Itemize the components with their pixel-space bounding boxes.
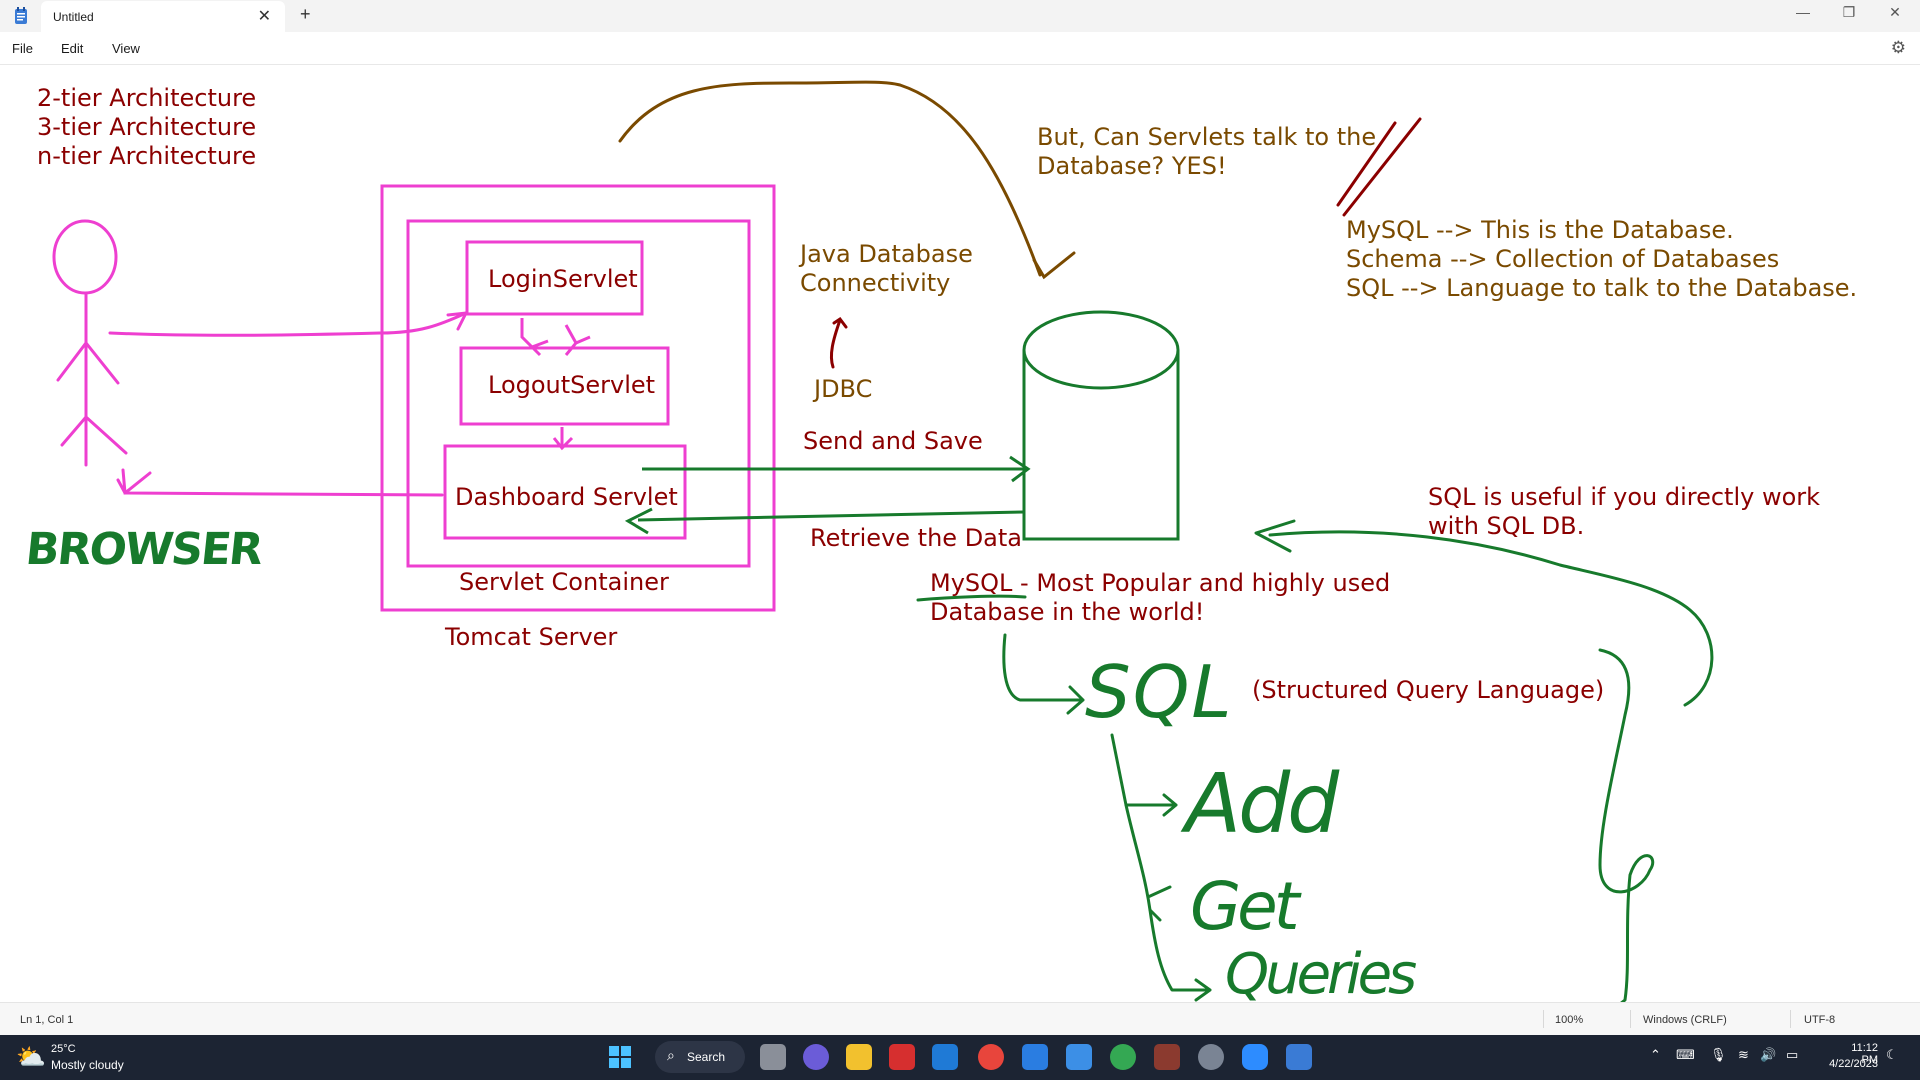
definition-sql: SQL --> Language to talk to the Database…: [1346, 274, 1858, 302]
chat-icon[interactable]: [803, 1044, 829, 1070]
definition-schema: Schema --> Collection of Databases: [1346, 245, 1780, 273]
weather-cloud-icon[interactable]: ⛅: [16, 1044, 46, 1071]
sql-useful-line2: with SQL DB.: [1428, 512, 1585, 540]
weather-temperature[interactable]: 25°C: [51, 1043, 76, 1055]
search-icon: ⌕: [667, 1047, 675, 1063]
dashboard-servlet-label: Dashboard Servlet: [455, 483, 678, 511]
gift-app-icon[interactable]: [889, 1044, 915, 1070]
taskbar: ⛅ 25°C Mostly cloudy ⌕ Search ⌃ ⌨ 🎙 ≋ 🔊 …: [0, 1035, 1920, 1080]
jdbc-full-line1: Java Database: [800, 240, 973, 268]
sql-useful-line1: SQL is useful if you directly work: [1428, 483, 1821, 511]
settings-app-icon[interactable]: [1198, 1044, 1224, 1070]
store-icon[interactable]: [1066, 1044, 1092, 1070]
tomcat-server-label: Tomcat Server: [445, 623, 618, 651]
file-explorer-icon[interactable]: [846, 1044, 872, 1070]
chrome-profile-icon[interactable]: [1110, 1044, 1136, 1070]
status-divider: [1790, 1010, 1791, 1028]
clock-time[interactable]: 11:12 PM: [1851, 1042, 1878, 1066]
title-bar: Untitled ✕ + — ❐ ✕: [0, 0, 1920, 32]
mail-icon[interactable]: [932, 1044, 958, 1070]
hand-sql: SQL: [1085, 650, 1234, 734]
weather-description[interactable]: Mostly cloudy: [51, 1058, 124, 1072]
new-tab-button[interactable]: +: [300, 4, 311, 24]
browser-handwritten-label: BROWSER: [23, 524, 264, 575]
tab-untitled[interactable]: Untitled ✕: [41, 1, 285, 32]
status-bar: Ln 1, Col 1 100% Windows (CRLF) UTF-8: [0, 1002, 1920, 1036]
tab-title: Untitled: [53, 10, 94, 24]
encoding[interactable]: UTF-8: [1804, 1014, 1836, 1026]
red-annotation-strokes: [829, 117, 1422, 369]
servlet-container-label: Servlet Container: [459, 568, 669, 596]
stick-figure-drawing: [52, 219, 469, 497]
edge-icon[interactable]: [1022, 1044, 1048, 1070]
microphone-icon[interactable]: 🎙: [1710, 1047, 1727, 1062]
servlet-to-db-arrow: [618, 80, 1076, 280]
tomcat-server-box: [380, 184, 776, 612]
status-divider: [1543, 1010, 1544, 1028]
settings-gear-icon[interactable]: ⚙: [1890, 38, 1906, 57]
search-label: Search: [687, 1050, 726, 1064]
structured-query-label: (Structured Query Language): [1252, 676, 1605, 704]
volume-icon[interactable]: 🔊: [1760, 1047, 1777, 1062]
jdbc-label: JDBC: [814, 375, 873, 403]
menu-file[interactable]: File: [12, 41, 33, 56]
login-servlet-label: LoginServlet: [488, 265, 638, 293]
mysql-popular-line2: Database in the world!: [930, 598, 1205, 626]
menu-edit[interactable]: Edit: [61, 41, 84, 56]
battery-icon[interactable]: ▭: [1786, 1047, 1799, 1062]
close-tab-icon[interactable]: ✕: [257, 8, 271, 25]
wifi-icon[interactable]: ≋: [1738, 1047, 1749, 1062]
notepad-taskbar-icon[interactable]: [1286, 1044, 1312, 1070]
hand-queries: Queries: [1225, 942, 1417, 1007]
game-app-icon[interactable]: [1154, 1044, 1180, 1070]
definition-mysql: MySQL --> This is the Database.: [1346, 216, 1734, 244]
green-handwriting: [916, 519, 1714, 1002]
zoom-level[interactable]: 100%: [1555, 1014, 1584, 1026]
retrieve-label: Retrieve the Data: [810, 524, 1022, 552]
minimize-button[interactable]: —: [1796, 4, 1810, 20]
mysql-popular-line1: MySQL - Most Popular and highly used: [930, 569, 1391, 597]
close-window-button[interactable]: ✕: [1889, 4, 1901, 20]
document-canvas[interactable]: 2-tier Architecture 3-tier Architecture …: [0, 65, 1920, 1007]
hand-add: Add: [1185, 757, 1339, 852]
arch-3tier: 3-tier Architecture: [37, 113, 257, 141]
task-view-icon[interactable]: [760, 1044, 786, 1070]
send-save-label: Send and Save: [803, 427, 983, 455]
notepad-icon: [15, 7, 27, 24]
line-ending[interactable]: Windows (CRLF): [1643, 1014, 1727, 1026]
windows-start-icon[interactable]: [607, 1044, 633, 1070]
question-line2: Database? YES!: [1037, 152, 1227, 180]
arch-2tier: 2-tier Architecture: [37, 84, 257, 112]
menu-view[interactable]: View: [112, 41, 140, 56]
database-cylinder-drawing: [624, 310, 1180, 541]
question-line1: But, Can Servlets talk to the: [1037, 123, 1377, 151]
jdbc-full-line2: Connectivity: [800, 269, 951, 297]
clock-date[interactable]: 4/22/2023: [1829, 1058, 1878, 1070]
status-divider: [1630, 1010, 1631, 1028]
menu-bar: File Edit View ⚙: [0, 32, 1920, 65]
taskbar-search[interactable]: ⌕ Search: [655, 1041, 745, 1073]
ink-drawings: [52, 80, 1714, 1002]
arch-ntier: n-tier Architecture: [37, 142, 257, 170]
do-not-disturb-icon[interactable]: ☾: [1886, 1047, 1898, 1062]
cursor-position: Ln 1, Col 1: [20, 1014, 74, 1026]
keyboard-icon[interactable]: ⌨: [1676, 1047, 1695, 1062]
chrome-icon[interactable]: [978, 1044, 1004, 1070]
hand-get: Get: [1190, 868, 1300, 945]
zoom-app-icon[interactable]: [1242, 1044, 1268, 1070]
maximize-button[interactable]: ❐: [1842, 4, 1856, 20]
logout-servlet-label: LogoutServlet: [488, 371, 656, 399]
chevron-up-icon[interactable]: ⌃: [1650, 1047, 1661, 1062]
